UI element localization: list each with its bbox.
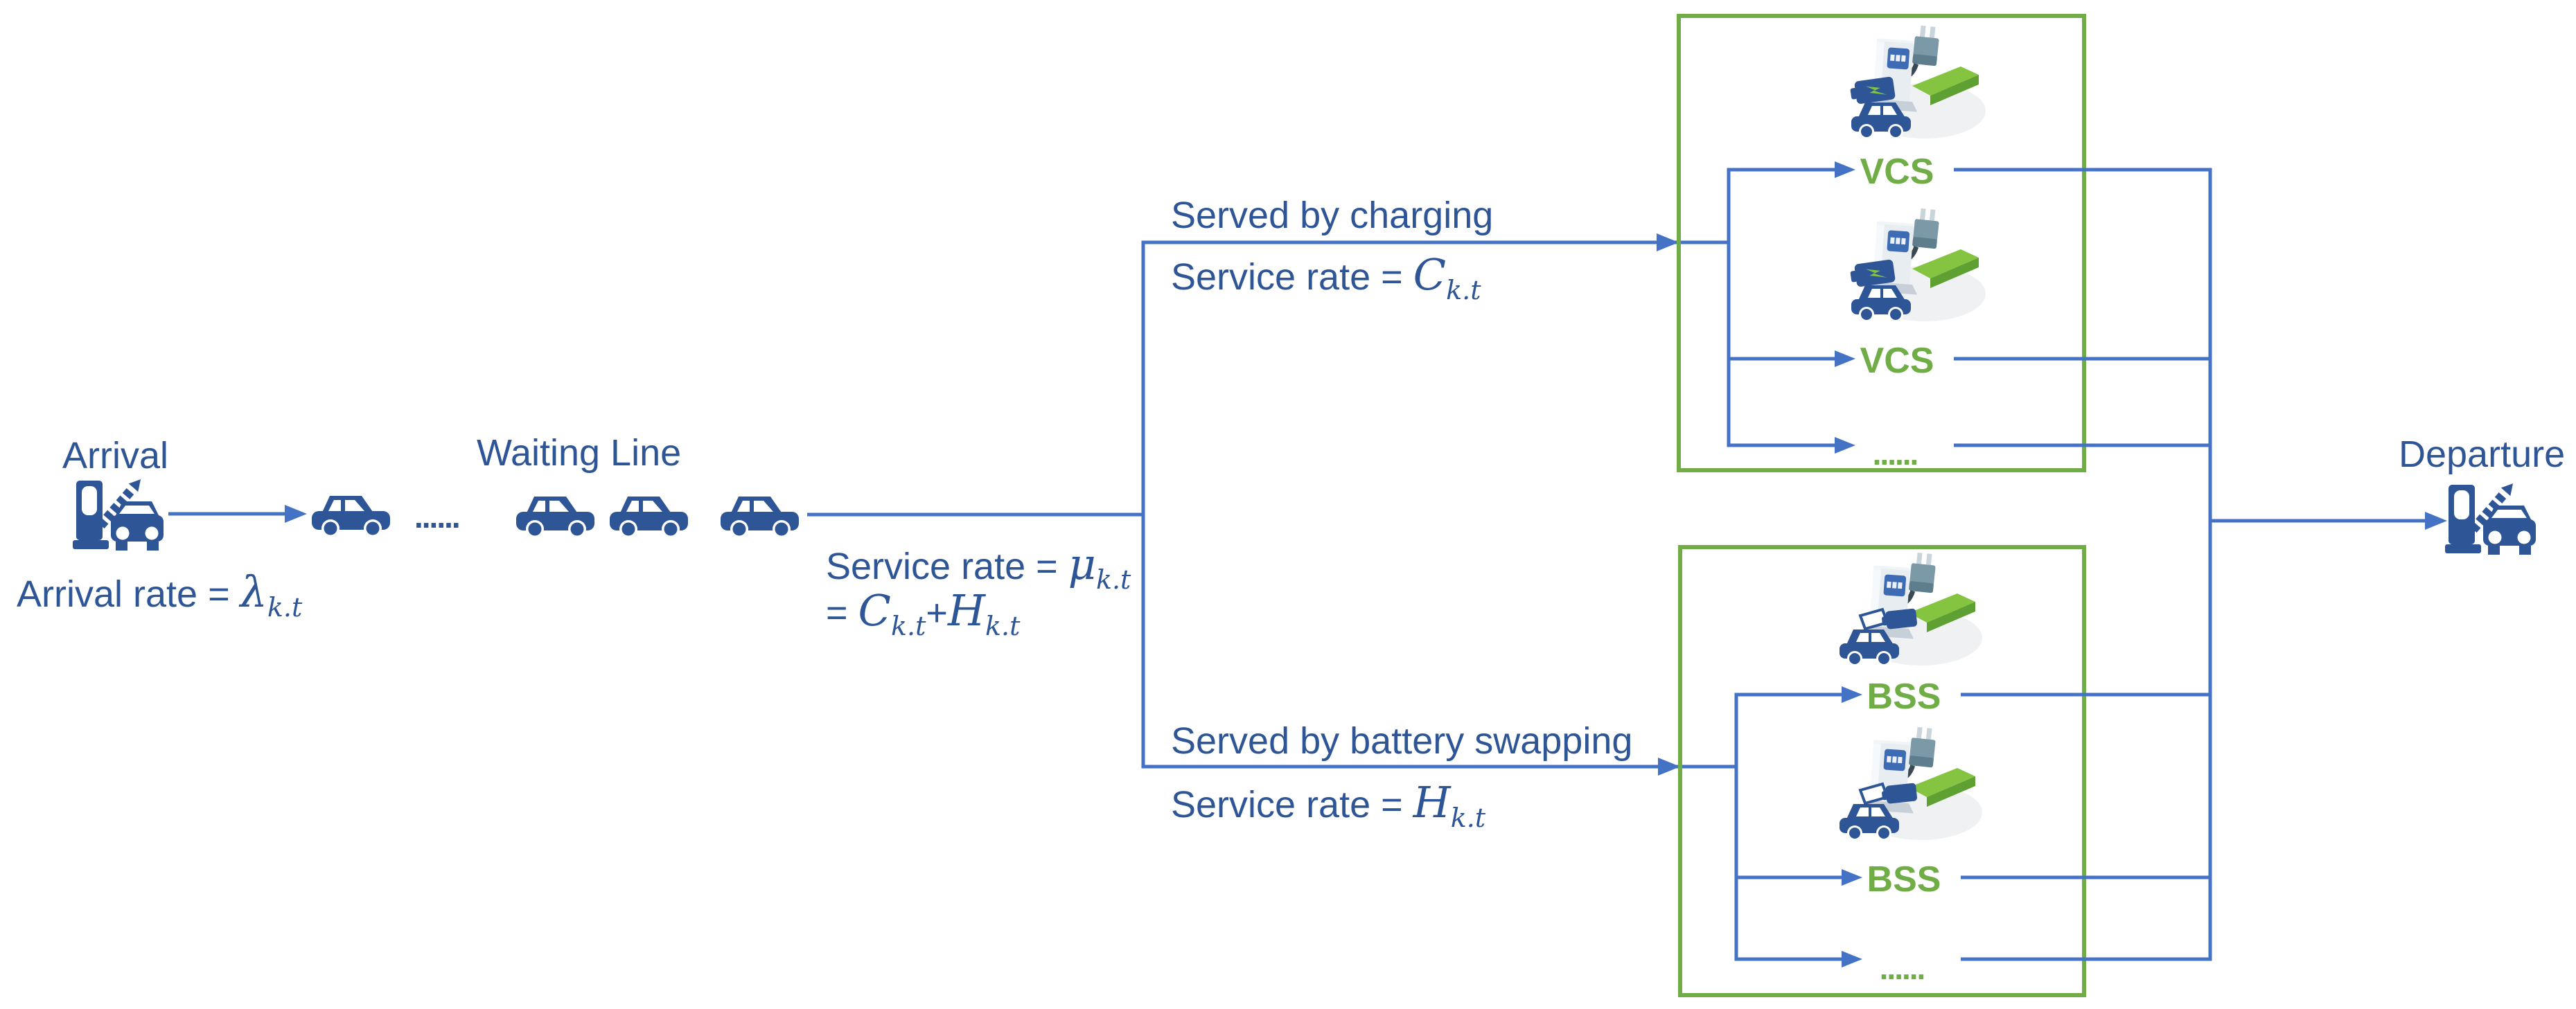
charging-rate-symbol: C: [1413, 249, 1446, 300]
h-subscript: k.t: [985, 611, 1021, 641]
charging-rate-prefix: Service rate =: [1171, 256, 1413, 298]
waiting-line-title: Waiting Line: [477, 432, 681, 474]
vcs-more-ellipsis: ......: [1873, 436, 1918, 472]
queue-car: [312, 496, 390, 537]
arrival-rate-label: Arrival rate = λk.t: [17, 566, 303, 623]
vcs-station-icon: [1849, 206, 1986, 322]
vcs-row2-arrowhead: [1835, 350, 1855, 367]
arrival-title: Arrival: [62, 435, 168, 476]
waiting-car: [516, 497, 594, 538]
plus-sign: +: [926, 592, 948, 634]
swapping-caption: Served by battery swapping: [1171, 720, 1632, 762]
service-rate-prefix: Service rate =: [826, 546, 1068, 587]
arrival-arrowhead: [285, 505, 307, 523]
bss-group-box: [1678, 545, 2086, 997]
charging-caption: Served by charging: [1171, 195, 1493, 236]
charging-branch-arrowhead: [1657, 233, 1679, 251]
departure-gate-icon: [2445, 479, 2536, 555]
bss-row3-arrowhead: [1842, 951, 1862, 967]
total-service-rate-line1: Service rate = μk.t: [826, 539, 1131, 595]
vcs-row1-arrowhead: [1835, 161, 1855, 178]
waiting-car: [721, 497, 799, 538]
c-subscript: k.t: [891, 611, 926, 641]
vcs-row3-arrowhead: [1835, 437, 1855, 454]
arrival-gate-icon: [73, 475, 164, 551]
bss-row2-label: BSS: [1867, 859, 1941, 900]
bss-more-ellipsis: ......: [1880, 950, 1925, 986]
swapping-rate-label: Service rate = Hk.t: [1171, 777, 1486, 833]
h-symbol: H: [947, 585, 987, 636]
charging-rate-label: Service rate = Ck.t: [1171, 249, 1481, 305]
swapping-rate-prefix: Service rate =: [1171, 784, 1413, 825]
charging-rate-subscript: k.t: [1446, 275, 1481, 305]
vcs-row2-label: VCS: [1860, 341, 1934, 381]
departure-arrowhead: [2425, 512, 2447, 530]
departure-title: Departure: [2399, 434, 2565, 475]
swapping-rate-subscript: k.t: [1451, 803, 1486, 833]
bss-station-icon: [1840, 725, 1982, 841]
swapping-branch-arrowhead: [1658, 758, 1680, 776]
vcs-group-box: [1677, 14, 2086, 472]
vcs-station-icon: [1849, 24, 1986, 139]
vcs-row1-label: VCS: [1860, 152, 1934, 192]
bss-row1-label: BSS: [1867, 677, 1941, 717]
waiting-car: [610, 497, 688, 538]
equals-sign: =: [826, 592, 858, 634]
bss-row2-arrowhead: [1842, 869, 1862, 886]
swapping-rate-symbol: H: [1413, 777, 1452, 828]
bss-station-icon: [1840, 551, 1982, 666]
arrival-rate-subscript: k.t: [267, 592, 303, 623]
mu-symbol: μ: [1068, 539, 1096, 589]
queue-ellipsis: ......: [414, 499, 459, 535]
arrival-rate-symbol: λ: [238, 566, 267, 617]
mu-subscript: k.t: [1096, 564, 1131, 595]
total-service-rate-line2: = Ck.t+Hk.t: [826, 585, 1021, 641]
bss-row1-arrowhead: [1842, 686, 1862, 703]
arrival-rate-prefix: Arrival rate =: [17, 573, 240, 615]
c-symbol: C: [858, 585, 891, 636]
